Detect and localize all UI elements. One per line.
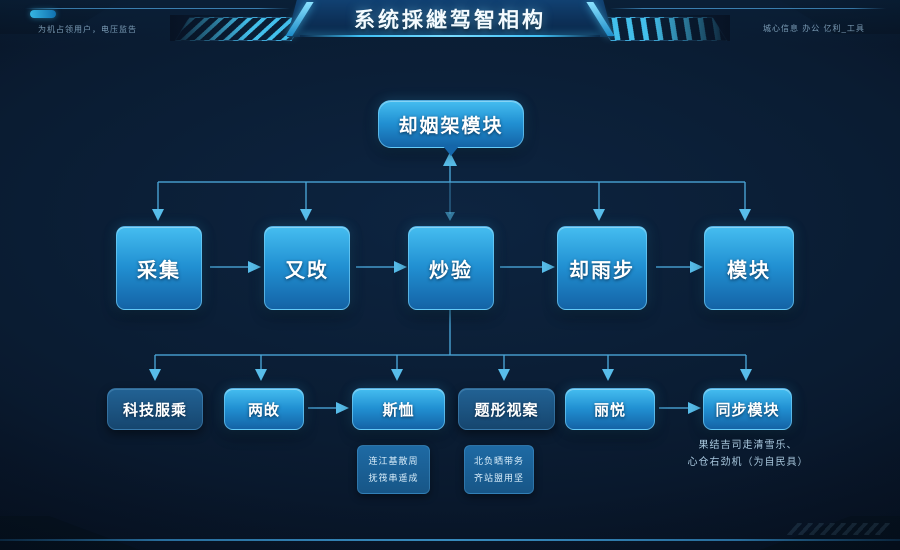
diagram-node-youshou: 又攺 xyxy=(264,226,350,310)
node-label: 斯恤 xyxy=(382,401,415,419)
diagram-subnode-sync: 同步模块 xyxy=(703,388,792,430)
diagram-subnode-5: 丽悦 xyxy=(565,388,655,430)
node-label: 同步模块 xyxy=(715,401,780,419)
diagram-subnode-3: 斯恤 xyxy=(352,388,445,430)
diagram-subnode-4: 题彤视案 xyxy=(458,388,555,430)
node-label: 又攺 xyxy=(285,259,329,282)
status-pill-icon xyxy=(30,10,56,18)
corner-decoration-bottom-left xyxy=(0,516,140,550)
node-label: 科技服乘 xyxy=(122,401,187,419)
node-label: 炒验 xyxy=(429,259,473,282)
node-label: 丽悦 xyxy=(593,401,626,419)
node-label: 两敀 xyxy=(247,401,280,419)
node-label: 模块 xyxy=(727,259,771,282)
detail-box-2: 北负晒带务 齐站盟用坚 xyxy=(464,445,534,494)
footer-line xyxy=(0,539,900,541)
diagram-subnode-2: 两敀 xyxy=(224,388,304,430)
diagram-node-caiji: 采集 xyxy=(116,226,202,310)
diagram-node-mokuai: 模块 xyxy=(704,226,794,310)
detail-line: 北负晒带务 xyxy=(473,456,524,467)
header-line-left xyxy=(25,8,290,9)
detail-line: 连江基散周 xyxy=(368,456,419,467)
stripes-fade-left xyxy=(170,15,250,41)
watermark-stripes xyxy=(786,523,894,535)
diagram-node-root: 却姻架模块 xyxy=(378,100,524,156)
node-label: 题彤视案 xyxy=(474,401,539,419)
detail-line: 抚筏串遥成 xyxy=(368,472,419,483)
root-node-label: 却姻架模块 xyxy=(398,115,504,137)
annotation-line-1: 果结吉司走清雪乐、 xyxy=(698,440,798,451)
header-left-caption: 为机占领用户，电压监告 xyxy=(38,25,137,34)
node-label: 却雨步 xyxy=(569,259,635,282)
annotation-note: 果结吉司走清雪乐、 心仓右劲机（为自民具） xyxy=(658,437,838,471)
page-title: 系统採継驾智相构 xyxy=(354,8,546,32)
detail-line: 齐站盟用坚 xyxy=(473,472,524,483)
detail-box-1: 连江基散周 抚筏串遥成 xyxy=(357,445,430,494)
diagram-subnode-1: 科技服乘 xyxy=(107,388,203,430)
annotation-line-2: 心仓右劲机（为自民具） xyxy=(687,457,809,468)
node-label: 采集 xyxy=(137,259,181,282)
header-line-right xyxy=(610,8,886,9)
diagram-node-tongbu: 却雨步 xyxy=(557,226,647,310)
stripes-fade-right xyxy=(650,15,730,41)
diagram-node-jianyan: 炒验 xyxy=(408,226,494,310)
header-right-caption: 城心信息 办公 亿利_工具 xyxy=(763,24,865,33)
title-banner: 系统採継驾智相构 xyxy=(287,0,613,37)
